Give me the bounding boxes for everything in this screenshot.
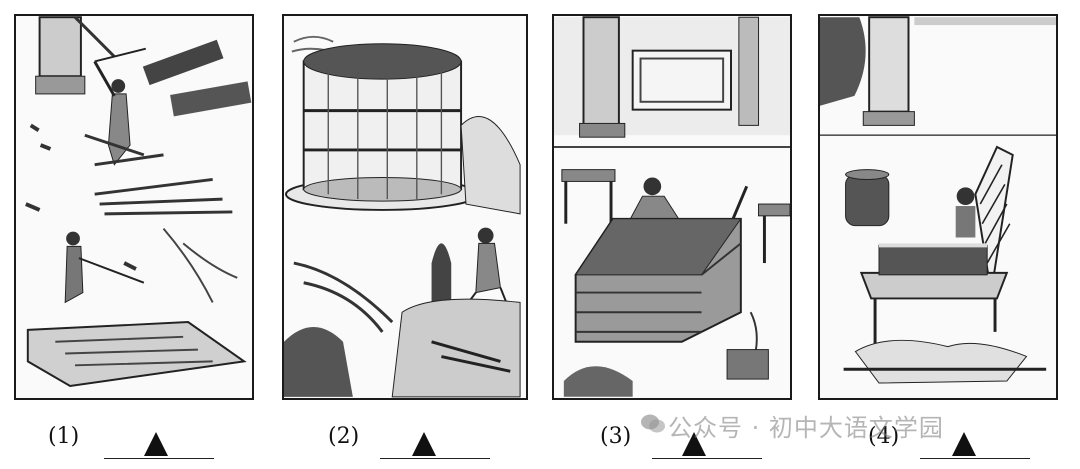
triangle-marker-icon (144, 432, 168, 456)
panel-2 (282, 14, 528, 400)
answer-blank[interactable] (920, 458, 1030, 459)
caption-label: (2) (328, 424, 360, 449)
caption-1: (1) (48, 418, 218, 462)
panel-3 (552, 14, 792, 400)
caption-2: (2) (328, 418, 498, 462)
caption-label: (1) (48, 424, 80, 449)
answer-blank[interactable] (652, 458, 762, 459)
caption-label: (4) (868, 424, 900, 449)
answer-blank[interactable] (380, 458, 490, 459)
answer-blank[interactable] (104, 458, 214, 459)
pouring-pulp-illustration (554, 16, 790, 397)
triangle-marker-icon (682, 432, 706, 456)
caption-4: (4) (868, 418, 1040, 462)
drying-paper-illustration (820, 16, 1056, 384)
wechat-icon (641, 414, 665, 433)
triangle-marker-icon (952, 432, 976, 456)
panel-1 (14, 14, 254, 400)
cutting-bamboo-illustration (25, 16, 252, 387)
panel-4 (818, 14, 1058, 400)
triangle-marker-icon (412, 432, 436, 456)
steaming-bamboo-illustration (284, 35, 521, 398)
caption-3: (3) (600, 418, 770, 462)
watermark-text: 公众号 · 初中大语文学园 (668, 414, 944, 442)
caption-label: (3) (600, 424, 632, 449)
